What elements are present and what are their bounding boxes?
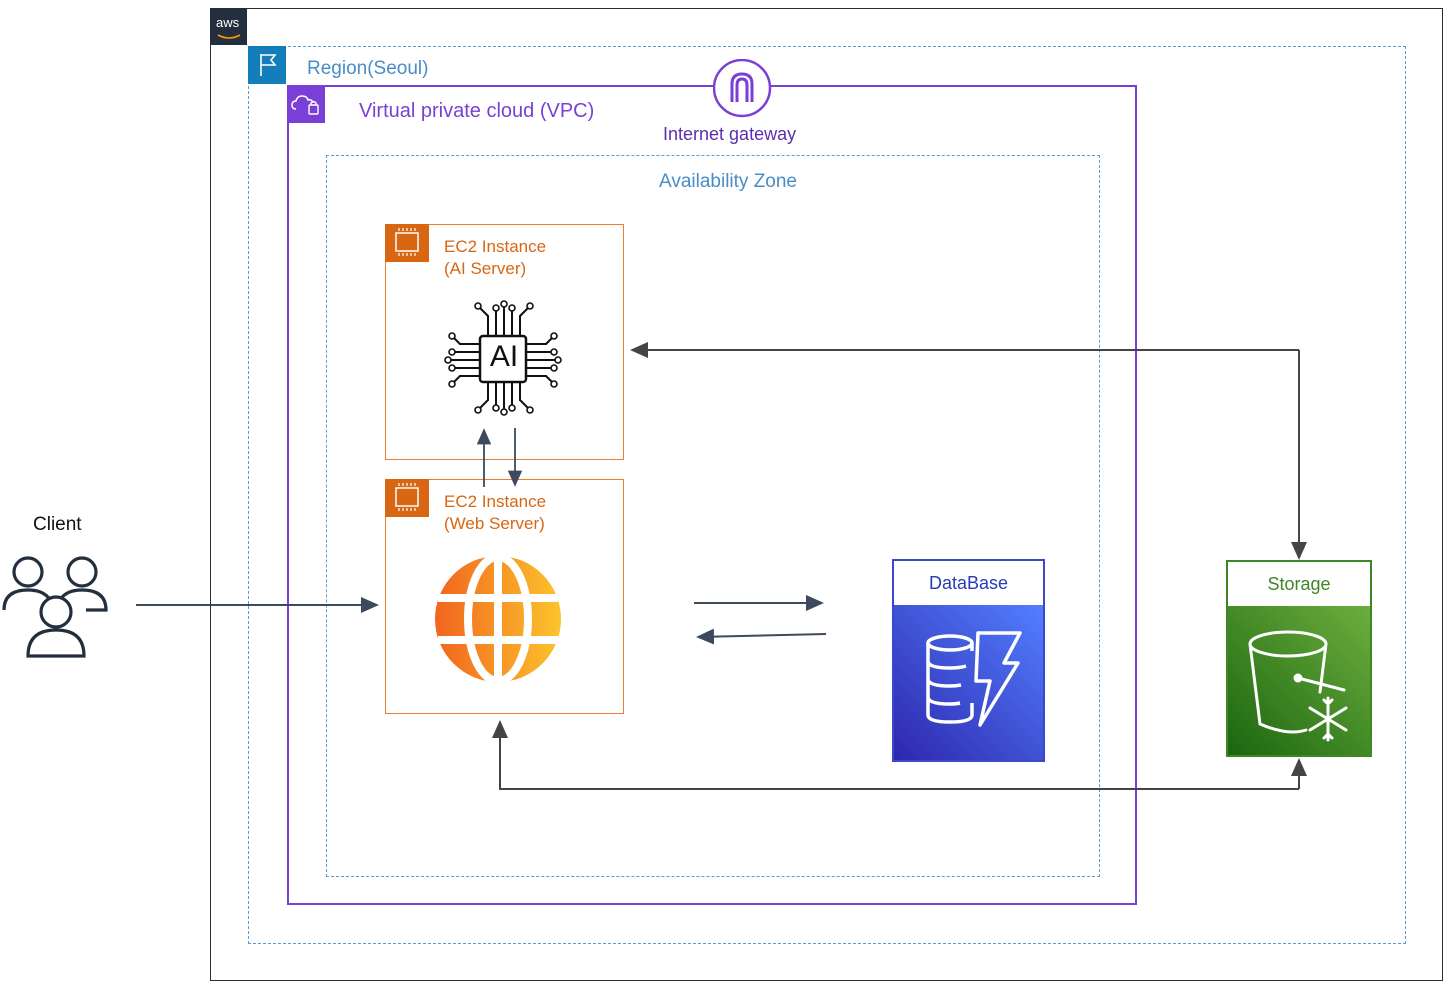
storage-web-connector xyxy=(492,720,1299,790)
vpc-label: Virtual private cloud (VPC) xyxy=(359,100,595,122)
region-label: Region(Seoul) xyxy=(307,58,429,79)
ec2-ai-subtitle: (AI Server) xyxy=(444,259,527,278)
availability-zone-boundary xyxy=(326,155,1100,877)
vpc-boundary xyxy=(287,85,1137,905)
internet-gateway-icon xyxy=(712,58,772,118)
dynamodb-icon xyxy=(894,605,1043,760)
aws-logo-text: aws xyxy=(216,15,240,30)
ai-chip-text: AI xyxy=(489,340,519,373)
ec2-ai-title: EC2 Instance xyxy=(444,237,547,256)
availability-zone-label: Availability Zone xyxy=(659,171,798,192)
aws-cloud-boundary xyxy=(210,8,1443,981)
globe-icon xyxy=(434,553,564,685)
storage-label: Storage xyxy=(1267,574,1331,594)
cloud-lock-icon xyxy=(287,85,325,123)
ec2-ai-server-box xyxy=(385,224,624,460)
ai-chip-icon: AI xyxy=(442,296,566,420)
region-boundary xyxy=(248,46,1406,944)
chip-icon xyxy=(385,224,429,262)
aws-smile-icon xyxy=(217,34,241,39)
client-label: Client xyxy=(33,514,82,535)
ec2-web-subtitle: (Web Server) xyxy=(444,514,545,533)
database-to-web-arrow xyxy=(696,628,827,645)
s3-bucket-icon xyxy=(1228,606,1370,755)
database-label: DataBase xyxy=(928,573,1009,593)
flag-icon xyxy=(248,46,286,84)
aws-logo: aws xyxy=(211,9,247,45)
chip-icon xyxy=(385,479,429,517)
ec2-web-title: EC2 Instance xyxy=(444,492,547,511)
users-icon xyxy=(0,548,116,664)
internet-gateway-label: Internet gateway xyxy=(663,124,797,144)
